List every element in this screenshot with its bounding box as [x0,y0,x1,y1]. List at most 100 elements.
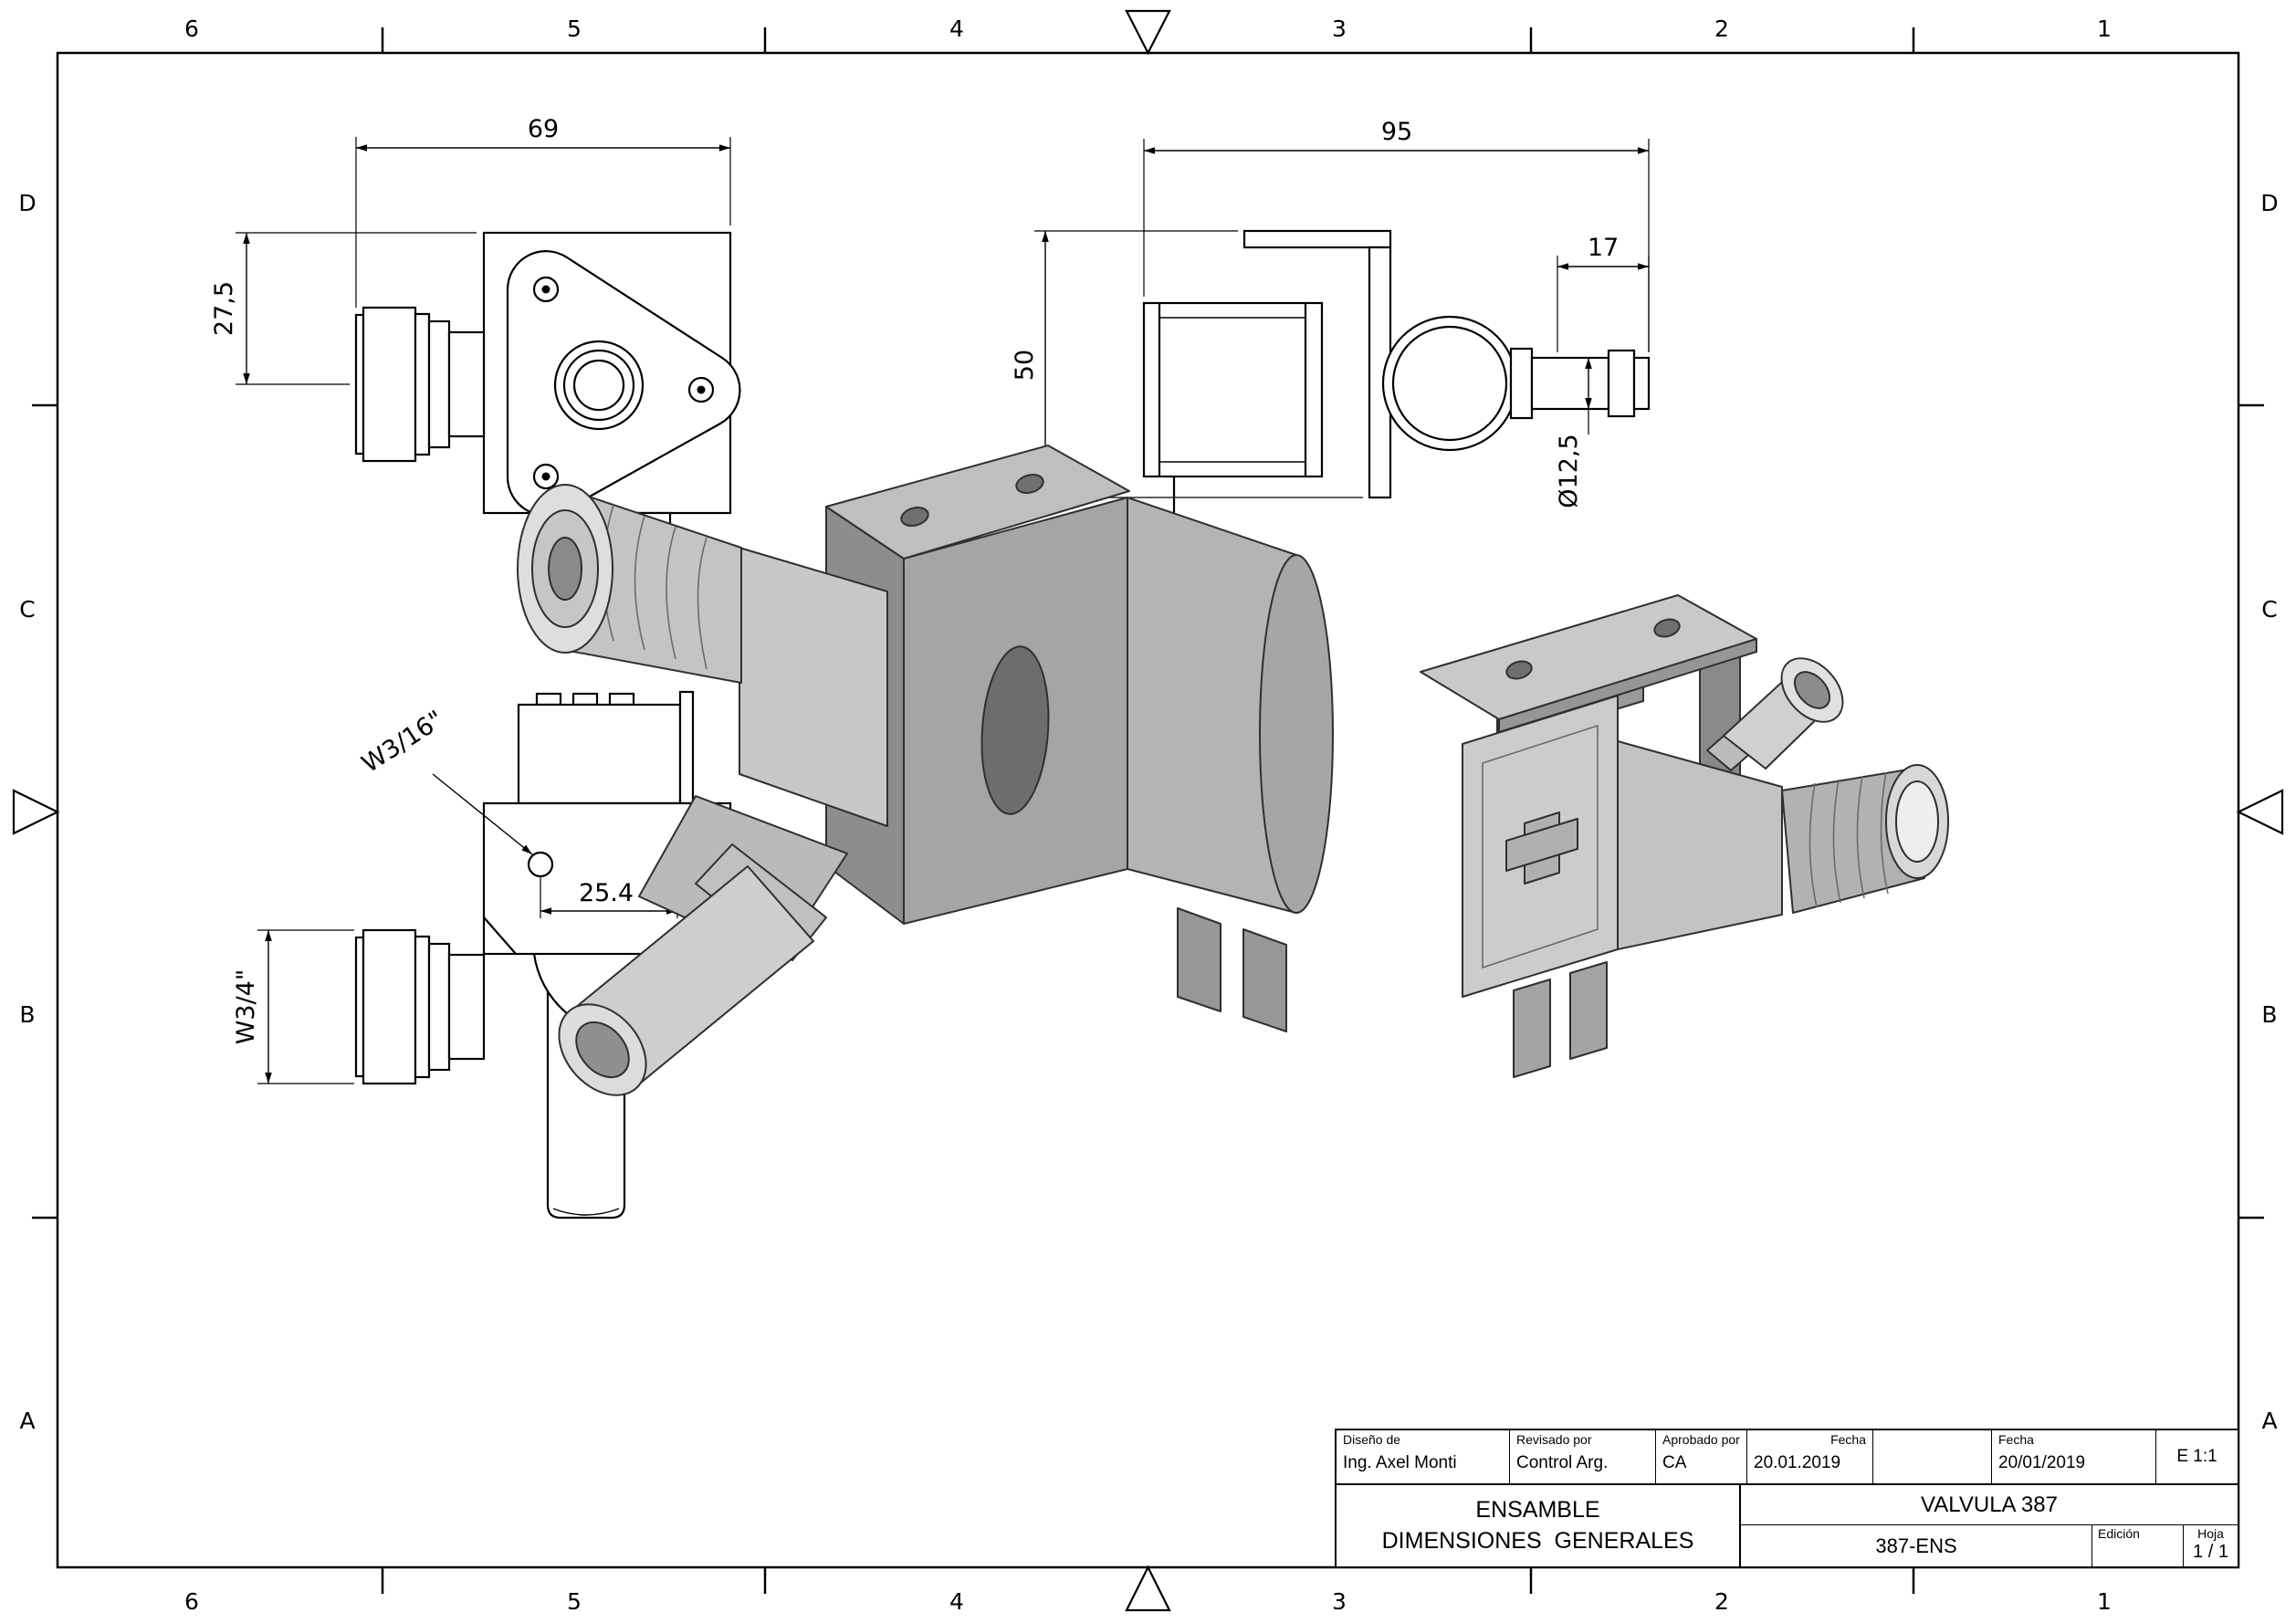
mounting-hole [900,507,929,527]
scale-cell: E 1:1 [2156,1430,2238,1483]
dimension-hole-spacing: 25.4 [579,879,634,907]
designed-by-cell: Diseño de Ing. Axel Monti [1337,1430,1510,1483]
zone-col-bottom: 2 [1714,1588,1729,1615]
valve-center-block [739,547,888,827]
dimension-side-height: 50 [1011,350,1039,381]
screw [532,463,560,490]
barb-collar [1509,347,1534,420]
dimension-barb-diameter: Ø12,5 [1555,434,1583,508]
zone-col-top: 3 [1332,16,1347,42]
coil-cross-boss [1505,818,1578,872]
zone-row-left: A [19,1408,35,1434]
connector-cap [362,306,417,463]
title-block: Diseño de Ing. Axel Monti Revisado por C… [1335,1429,2239,1568]
connector-flange [354,936,365,1078]
reviewed-by-cell: Revisado por Control Arg. [1510,1430,1656,1483]
outlet-tube-arc [552,1208,620,1216]
zone-col-top: 5 [567,16,582,42]
thread-line [697,537,708,670]
thread-line [1808,782,1818,908]
zone-col-top: 1 [2097,16,2112,42]
approved-by-cell: Aprobado por CA [1656,1430,1747,1483]
valve-round-body-inner [1391,325,1508,442]
zone-col-bottom: 6 [184,1588,199,1615]
isometric-view-left [517,445,1334,1096]
thread-line [1856,775,1865,899]
drawing-title-line2: DIMENSIONES GENERALES [1381,1528,1694,1554]
center-mark-top-icon [1125,9,1171,56]
inlet-bore [548,537,582,601]
dimension-front-height: 27,5 [210,281,238,336]
zone-col-top: 4 [949,16,964,42]
coil-face-inset [1482,724,1599,969]
orthographic-side-view: 95 50 17 Ø12,5 [1011,118,1651,540]
center-boss-bore [572,359,625,412]
spade-terminal [1177,907,1221,1012]
valve-round-body [1381,315,1518,452]
zone-col-bottom: 1 [2097,1588,2112,1615]
edition-cell: Edición [2092,1525,2184,1566]
zone-labels: 6 5 4 3 2 1 6 5 4 3 2 1 D C B A D C B A [18,16,2278,1615]
approved-by-label: Aprobado por [1662,1432,1740,1447]
mounting-hole [1505,660,1533,680]
barb-tip-bore [575,1021,630,1079]
connector-ring [427,942,451,1072]
sheet-frame [12,9,2284,1612]
connector-neck [447,330,486,438]
center-mark-bottom-icon [1125,1565,1171,1612]
date-label: Fecha [1830,1432,1866,1447]
date-value: 20.01.2019 [1754,1453,1841,1473]
coil-block [517,703,682,805]
approved-by-value: CA [1662,1453,1687,1473]
leader-line [432,773,533,855]
zone-col-bottom: 5 [567,1588,582,1615]
dimension-side-width: 95 [1381,118,1412,146]
orthographic-front-view: 69 27,5 [210,115,741,562]
zone-row-left: C [19,596,35,623]
screw-dot [541,472,550,481]
sheet-cell: Hoja 1 / 1 [2184,1525,2238,1566]
outlet-bore [1895,780,1939,863]
spade-terminal [1242,928,1287,1032]
zone-col-top: 6 [184,16,199,42]
dimension-front-width: 69 [528,115,559,143]
designed-by-label: Diseño de [1343,1432,1401,1447]
barb-tube [1530,356,1610,411]
zone-row-right: C [2261,596,2277,623]
body-chamfer [483,916,517,955]
part-number: 387-ENS [1741,1525,2092,1566]
zone-row-left: D [18,190,36,216]
title-block-bottom: 387-ENS Edición Hoja 1 / 1 [1741,1525,2238,1566]
center-boss [553,340,645,431]
bracket-flange [1242,229,1392,249]
connector-cap [362,928,417,1085]
zone-col-top: 2 [1714,16,1729,42]
bracket-top-plate [825,445,1130,560]
mounting-hole [1015,474,1044,494]
drawing-title: ENSAMBLE DIMENSIONES GENERALES [1337,1485,1741,1566]
zone-row-right: A [2261,1408,2277,1434]
date2-label: Fecha [1998,1432,2034,1447]
coil-outline [1142,301,1324,478]
zone-col-bottom: 4 [949,1588,964,1615]
connector-neck [447,953,486,1061]
connector-ring [414,312,431,456]
outlet-tube [546,991,626,1220]
coil-end-cap [1259,554,1334,914]
title-block-signature-row: Diseño de Ing. Axel Monti Revisado por C… [1337,1430,2238,1485]
orthographic-bottom-view: W3/16" 25.4 W3/4" [232,690,732,1220]
thread-small-label: W3/16" [357,706,449,779]
dimension-thread-large: W3/4" [232,969,260,1045]
zone-row-right: B [2261,1001,2277,1028]
drawing-title-line1: ENSAMBLE [1475,1497,1600,1523]
sheet-label: Hoja [2197,1526,2224,1541]
reviewed-by-label: Revisado por [1516,1432,1592,1447]
zone-row-left: B [19,1001,35,1028]
screw-dot [697,385,706,394]
spade-terminal [1513,979,1551,1078]
date2-cell: Fecha 20/01/2019 [1992,1430,2156,1483]
designed-by-value: Ing. Axel Monti [1343,1453,1457,1473]
date-cell: Fecha 20.01.2019 [1747,1430,1873,1483]
